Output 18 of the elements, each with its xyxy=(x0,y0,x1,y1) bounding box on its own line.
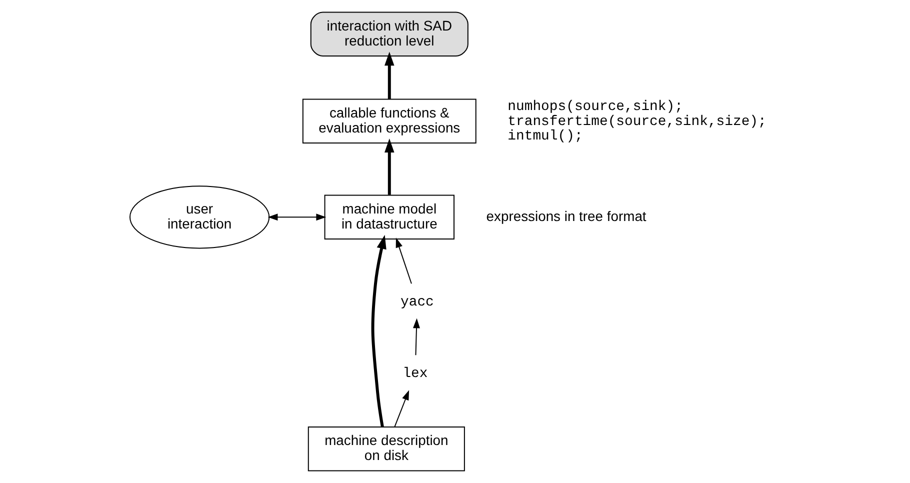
node-label: transfertime(source,sink,size); xyxy=(508,114,766,130)
node-label: numhops(source,sink); xyxy=(508,98,683,115)
arrow xyxy=(384,52,394,100)
arrow xyxy=(268,214,326,221)
arrow xyxy=(394,390,410,428)
arrow xyxy=(413,318,420,356)
arrow xyxy=(371,234,386,428)
node-text: yacc xyxy=(400,294,434,310)
node-ellipse: user interaction xyxy=(129,186,270,249)
arrow xyxy=(396,238,412,284)
node-label: expressions in tree format xyxy=(486,208,646,224)
node-label: intmul(); xyxy=(508,128,583,145)
node-box: machine description on disk xyxy=(308,426,465,472)
node-text: lex xyxy=(402,366,428,382)
arrow xyxy=(384,138,394,195)
node-box: machine model in datastructure xyxy=(324,194,454,240)
node-box: interaction with SAD reduction level xyxy=(310,12,468,57)
node-box: callable functions & evaluation expressions xyxy=(302,98,476,144)
